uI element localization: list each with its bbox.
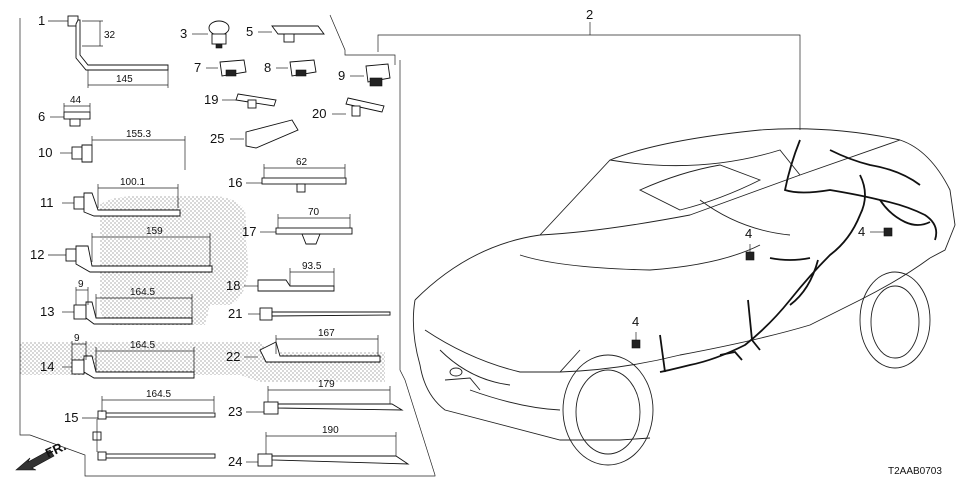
- callout-12: 12: [30, 247, 44, 262]
- dim-18: 93.5: [302, 261, 322, 272]
- part-23-tie: [277, 403, 404, 411]
- callout-2: 2: [586, 7, 593, 22]
- part-17-clip: [301, 233, 321, 245]
- dim-14a: 9: [74, 333, 80, 344]
- group-frame-top: [329, 14, 396, 65]
- wire-harness: [631, 139, 938, 373]
- part-18-body: [257, 279, 335, 292]
- part-19-clip: [247, 99, 257, 109]
- part-9-tip: [369, 77, 383, 87]
- part-24-head: [257, 453, 273, 467]
- callout-10: 10: [38, 145, 52, 160]
- callout-4c: 4: [632, 314, 639, 329]
- part-5-plate: [271, 25, 325, 35]
- dim-16: 62: [296, 157, 308, 168]
- part-9-body: [365, 63, 391, 83]
- callout-7: 7: [194, 60, 201, 75]
- callout-11: 11: [40, 195, 54, 210]
- shaded-region: [100, 195, 248, 325]
- dim-14b: 164.5: [130, 340, 155, 351]
- part-15-tie-a: [102, 412, 216, 418]
- callout-8: 8: [264, 60, 271, 75]
- front-direction-label: FR.: [43, 438, 68, 460]
- dim-12: 159: [146, 226, 163, 237]
- part-11-band: [83, 192, 181, 217]
- callout-3: 3: [180, 26, 187, 41]
- callout-21: 21: [228, 306, 242, 321]
- dim-10: 155.3: [126, 129, 151, 140]
- part-4-clip-b: [883, 227, 893, 237]
- part-12-band: [75, 245, 213, 273]
- callout-22: 22: [226, 349, 240, 364]
- callout-1: 1: [38, 13, 45, 28]
- part-7-tip: [225, 69, 237, 77]
- part-15-tie-b: [102, 453, 216, 459]
- dim-13b: 164.5: [130, 287, 155, 298]
- callout-19: 19: [204, 92, 218, 107]
- part-10-clip: [71, 146, 83, 160]
- part-20-clip: [351, 105, 361, 117]
- callout-4a: 4: [745, 226, 752, 241]
- dim-1a: 32: [104, 30, 116, 41]
- part-6-clip: [69, 118, 81, 127]
- callout-23: 23: [228, 404, 242, 419]
- part-14-clip: [71, 359, 85, 375]
- part-15-head-b: [97, 451, 107, 461]
- part-4-clip-a: [745, 251, 755, 261]
- part-3-tip: [215, 43, 223, 49]
- callout-13: 13: [40, 304, 54, 319]
- callout-24: 24: [228, 454, 242, 469]
- callout-9: 9: [338, 68, 345, 83]
- part-4-clip-c: [631, 339, 641, 349]
- callout-15: 15: [64, 410, 78, 425]
- diagram-code: T2AAB0703: [888, 466, 942, 477]
- part-10-head: [81, 144, 93, 163]
- callout-16: 16: [228, 175, 242, 190]
- part-11-clip: [73, 196, 85, 210]
- dim-6: 44: [70, 95, 82, 106]
- callout-4b: 4: [858, 224, 865, 239]
- part-5-clip: [283, 33, 295, 43]
- part-21-tie: [271, 311, 391, 317]
- callout-18: 18: [226, 278, 240, 293]
- dim-13a: 9: [78, 279, 84, 290]
- car-illustration: [412, 128, 956, 466]
- part-20-plate: [345, 97, 385, 113]
- part-1-bracket: [75, 19, 169, 71]
- group-frame-left: [19, 18, 30, 436]
- dim-23: 179: [318, 379, 335, 390]
- group-frame-right: [29, 60, 436, 477]
- part-25-cover: [245, 119, 299, 149]
- part-24-tie: [271, 455, 410, 465]
- part-16-clip: [296, 183, 306, 193]
- front-arrow-icon: [15, 449, 55, 471]
- callout-6: 6: [38, 109, 45, 124]
- dim-17: 70: [308, 207, 320, 218]
- dim-24: 190: [322, 425, 339, 436]
- part-3-body: [211, 33, 227, 45]
- part-17-strip: [275, 227, 353, 235]
- part-16-strip: [261, 177, 347, 185]
- part-23-head: [263, 401, 279, 415]
- part-14-band: [83, 355, 195, 379]
- part-12-clip: [65, 248, 77, 262]
- leader-2: [377, 34, 801, 130]
- part-3-head: [208, 20, 230, 36]
- dim-1b: 145: [116, 74, 133, 85]
- part-6-body: [63, 111, 91, 120]
- part-13-clip: [73, 304, 87, 320]
- dim-15: 164.5: [146, 389, 171, 400]
- part-15-head-a: [97, 410, 107, 420]
- callout-5: 5: [246, 24, 253, 39]
- part-13-band: [85, 301, 193, 325]
- callout-25: 25: [210, 131, 224, 146]
- dim-11: 100.1: [120, 177, 145, 188]
- part-21-head: [259, 307, 273, 321]
- callout-17: 17: [242, 224, 256, 239]
- callout-20: 20: [312, 106, 326, 121]
- part-8-tip: [295, 69, 307, 77]
- callout-14: 14: [40, 359, 54, 374]
- dim-22: 167: [318, 328, 335, 339]
